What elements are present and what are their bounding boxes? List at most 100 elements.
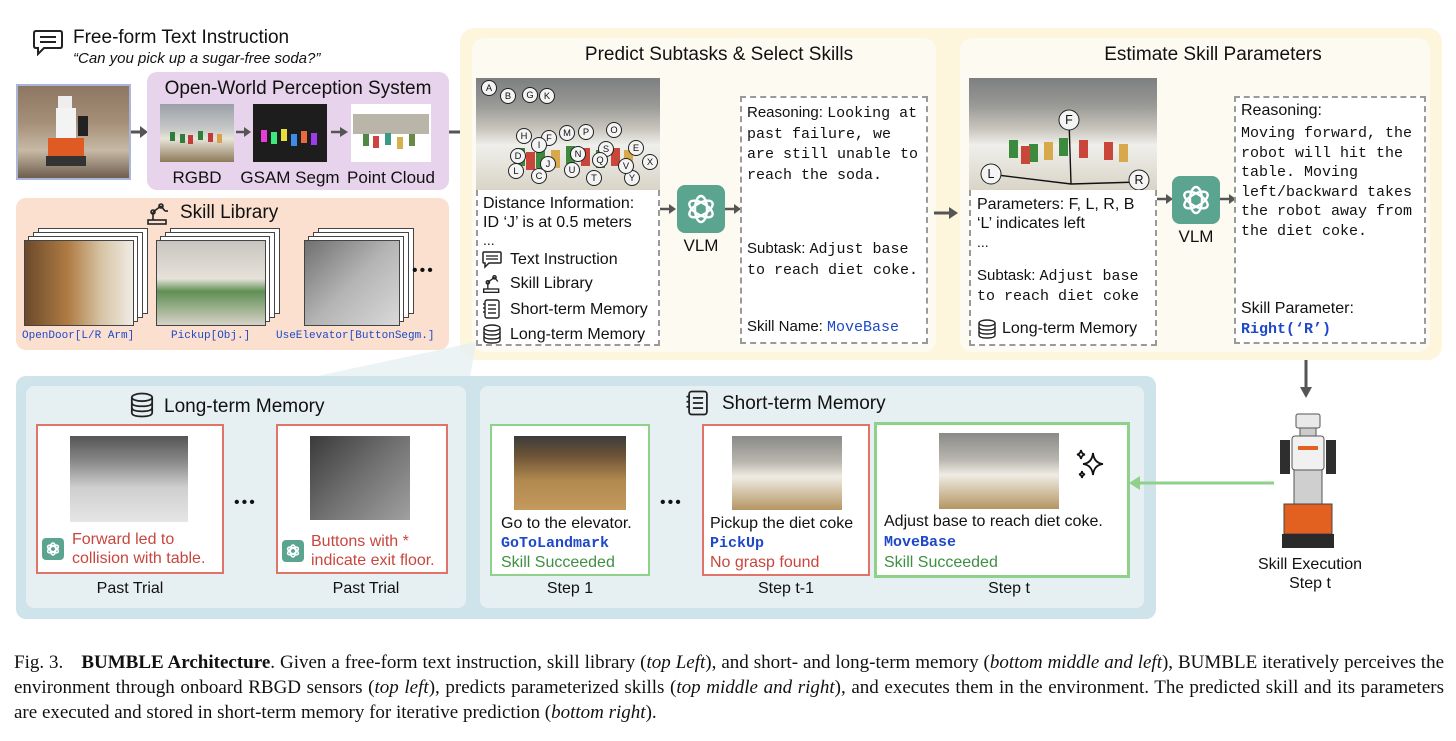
instruction-icon xyxy=(32,28,64,57)
predict-reasoning-label: Reasoning: xyxy=(747,104,823,121)
predict-skill-name-label: Skill Name: xyxy=(747,318,823,335)
caption-i4: top middle and right xyxy=(676,677,835,698)
long-term-icon xyxy=(128,390,156,420)
arrow-robot-to-perception xyxy=(131,126,148,138)
estimate-memory: Long-term Memory xyxy=(1002,320,1138,337)
object-marker-label: U xyxy=(569,165,576,175)
caption-p3: ), BUMBLE iteratively perceives the envi… xyxy=(14,652,1445,698)
predict-subtask-text: Adjust base to reach diet coke. xyxy=(747,241,919,279)
object-marker-label: E xyxy=(633,143,639,153)
past-trial-card: Buttons with * indicate exit floor. xyxy=(276,424,448,574)
object-marker-label: M xyxy=(563,128,571,138)
caption-i3: top left xyxy=(374,677,429,698)
past-trial-card: Forward led to collision with table. xyxy=(36,424,224,574)
object-marker: Q xyxy=(592,152,608,168)
caption-p5: ), and executes them in the environment.… xyxy=(14,677,1444,723)
step-image xyxy=(732,436,842,510)
robot-figure xyxy=(1272,410,1342,560)
object-marker: D xyxy=(510,148,526,164)
object-marker: C xyxy=(531,168,547,184)
distance-line: ID ‘J’ is at 0.5 meters xyxy=(483,214,632,231)
step-result: Skill Succeeded xyxy=(501,554,615,571)
short-term-icon xyxy=(684,388,712,418)
skill-useelevator: UseElevator[ButtonSegm.] xyxy=(276,330,435,342)
object-marker: X xyxy=(642,154,658,170)
step-card: Pickup the diet coke PickUp No grasp fou… xyxy=(702,424,870,576)
estimate-output-box xyxy=(1234,96,1426,344)
caption-p4: ), predicts parameterized skills ( xyxy=(428,677,677,698)
object-marker-label: P xyxy=(583,127,589,137)
past-trial-image xyxy=(310,436,410,520)
skill-pickup: Pickup[Obj.] xyxy=(171,330,251,342)
object-marker: J xyxy=(540,156,556,172)
object-marker: E xyxy=(628,140,644,156)
object-marker-label: F xyxy=(546,133,552,143)
object-marker-label: R xyxy=(1134,173,1143,187)
object-marker: A xyxy=(481,80,497,96)
object-marker-label: C xyxy=(536,171,543,181)
object-marker: B xyxy=(500,88,516,104)
step-label: Step t-1 xyxy=(757,580,815,597)
estimate-memory-icon xyxy=(976,318,998,340)
execution-line2: Step t xyxy=(1289,575,1331,592)
step-image xyxy=(939,433,1059,509)
object-marker-label: I xyxy=(538,140,541,150)
skill-library-icon xyxy=(145,202,171,226)
caption-i2: bottom middle and left xyxy=(989,652,1162,673)
object-marker: N xyxy=(570,146,586,162)
estimate-param-label: Skill Parameter: xyxy=(1241,300,1354,317)
estimate-params-line1: Parameters: F, L, R, B xyxy=(977,196,1135,213)
estimate-reasoning-label: Reasoning: xyxy=(1241,102,1322,119)
object-marker: O xyxy=(606,122,622,138)
estimate-title: Estimate Skill Parameters xyxy=(1104,44,1322,65)
arrow-vlm-to-param xyxy=(1220,194,1236,204)
gsam-image xyxy=(253,104,327,162)
step-desc: Adjust base to reach diet coke. xyxy=(884,513,1103,530)
skill-library-more: ••• xyxy=(412,262,435,279)
step-result: No grasp found xyxy=(710,554,820,571)
skill-library-small-icon xyxy=(481,274,503,294)
object-marker: T xyxy=(586,170,602,186)
object-marker: R xyxy=(1128,169,1150,191)
object-marker: V xyxy=(618,158,634,174)
caption-p2: ), and short- and long-term memory ( xyxy=(705,652,990,673)
object-marker-label: L xyxy=(988,167,995,181)
input-short-term-memory: Short-term Memory xyxy=(510,301,648,318)
estimate-ellipsis: ... xyxy=(977,234,989,250)
pointcloud-image xyxy=(351,104,431,162)
short-term-memory-small-icon xyxy=(481,298,503,320)
skill-opendoor: OpenDoor[L/R Arm] xyxy=(22,330,135,342)
figure-caption: Fig. 3.BUMBLE Architecture. Given a free… xyxy=(14,650,1444,725)
object-marker-label: F xyxy=(1065,113,1073,127)
object-marker: L xyxy=(508,163,524,179)
caption-bold: BUMBLE Architecture xyxy=(81,652,271,673)
object-marker-label: K xyxy=(544,91,551,101)
predict-subtask-label: Subtask: xyxy=(747,240,806,257)
caption-i5: bottom right xyxy=(551,702,646,723)
past-trial-label: Past Trial xyxy=(96,580,164,597)
past-trial-image xyxy=(70,436,188,522)
arrow-estimate-to-vlm xyxy=(1157,194,1173,204)
object-marker-label: Y xyxy=(629,173,636,183)
predict-subtask: Subtask: Adjust base to reach diet coke. xyxy=(747,239,927,280)
arrow-robot-to-memory xyxy=(1129,476,1274,490)
object-marker-label: D xyxy=(515,151,522,161)
estimate-param-value: Right(‘R’) xyxy=(1241,321,1332,338)
step-result: Skill Succeeded xyxy=(884,554,998,571)
skill-library-title: Skill Library xyxy=(180,202,279,223)
object-marker: G xyxy=(522,87,538,103)
step-card-current: Adjust base to reach diet coke. MoveBase… xyxy=(874,422,1130,578)
object-marker: M xyxy=(559,125,575,141)
text-instruction-icon xyxy=(481,250,503,270)
long-term-title: Long-term Memory xyxy=(164,396,325,417)
perception-label-gsam: GSAM Segm xyxy=(240,168,340,187)
distance-title: Distance Information: xyxy=(483,195,635,212)
object-marker: P xyxy=(578,124,594,140)
long-term-dots: ••• xyxy=(234,494,257,511)
object-marker-label: H xyxy=(521,131,528,141)
past-trial-text: Forward led to collision with table. xyxy=(72,531,206,567)
robot-photo xyxy=(16,84,131,180)
instruction-quote: “Can you pick up a sugar-free soda?” xyxy=(73,50,321,67)
predict-skill-name: Skill Name: MoveBase xyxy=(747,318,927,336)
arrow-param-to-robot xyxy=(1300,360,1312,398)
